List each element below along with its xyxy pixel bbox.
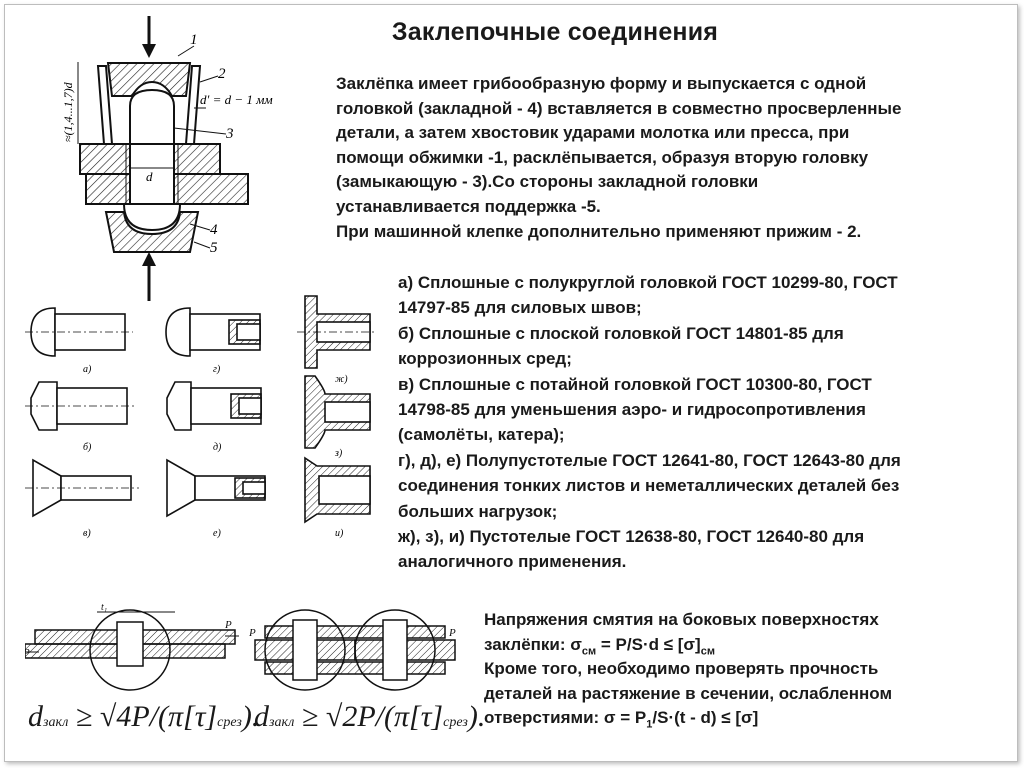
force-label: P <box>248 627 256 639</box>
formula-single-shear: dзакл ≥ √4P/(π[τ]срез). <box>28 700 260 733</box>
callout-1: 1 <box>190 32 198 48</box>
types-line: ж), з), и) Пустотелые ГОСТ 12638-80, ГОС… <box>398 527 865 547</box>
dim-hole-label: d′ = d − 1 мм <box>200 92 273 107</box>
callout-5: 5 <box>210 240 218 256</box>
intro-line: детали, а затем хвостовик ударами молотк… <box>336 123 850 143</box>
rivet-z <box>304 375 371 449</box>
rivet-g <box>165 307 261 357</box>
force-label: P <box>448 627 456 639</box>
rivet-label: з) <box>334 448 343 459</box>
rivet-label: в) <box>83 528 91 539</box>
types-line: в) Сплошные с потайной головкой ГОСТ 103… <box>398 374 872 394</box>
types-line: 14798-85 для уменьшения аэро- и гидросоп… <box>398 400 866 420</box>
rivet-label: а) <box>83 364 92 375</box>
rivet-label: ж) <box>335 374 348 385</box>
rivet-e <box>166 458 266 518</box>
intro-paragraph: Заклёпка имеет грибообразную форму и вып… <box>336 72 902 244</box>
stress-line: Кроме того, необходимо проверять прочнос… <box>484 659 879 679</box>
dim-d-label: d <box>146 169 153 184</box>
rivet-i <box>304 456 371 524</box>
types-line: аналогичного применения. <box>398 552 627 572</box>
intro-line: Заклёпка имеет грибообразную форму и вып… <box>336 74 867 93</box>
force-label: P <box>224 619 232 631</box>
rivet-v <box>25 458 139 518</box>
rivet-b <box>25 381 135 431</box>
rivet-label: д) <box>213 442 222 453</box>
types-line: (самолёты, катера); <box>398 425 565 445</box>
types-line: а) Сплошные с полукруглой головкой ГОСТ … <box>398 273 898 292</box>
stress-paragraph: Напряжения смятия на боковых поверхностя… <box>484 608 892 731</box>
force-label: P <box>25 647 30 659</box>
intro-line: помощи обжимки -1, расклёпывается, образ… <box>336 147 869 167</box>
intro-line: (замыкающую - 3).Со стороны закладной го… <box>336 172 759 192</box>
rivet-label: г) <box>213 364 221 375</box>
riveting-diagram: d ≈(1,4...1,7)d d′ = d − 1 мм 1 2 3 4 5 <box>61 16 273 301</box>
intro-line: устанавливается поддержка -5. <box>336 196 601 216</box>
stress-line: заклёпки: σсм = P/S·d ≤ [σ]см <box>484 634 715 657</box>
rivet-label: е) <box>213 528 221 539</box>
stress-line: деталей на растяжение в сечении, ослабле… <box>484 683 893 703</box>
callout-3: 3 <box>225 126 234 142</box>
callout-2: 2 <box>218 66 226 82</box>
slide-frame <box>4 4 1018 762</box>
joint-diagrams: t₁ P P P P <box>25 602 456 691</box>
butt-joint: P P <box>248 609 456 691</box>
callout-4: 4 <box>210 222 218 238</box>
types-line: соединения тонких листов и неметаллическ… <box>398 476 900 496</box>
lap-joint: t₁ P P <box>25 602 239 691</box>
types-line: 14797-85 для силовых швов; <box>398 298 642 318</box>
types-line: коррозионных сред; <box>398 349 572 369</box>
stress-line: отверстиями: σ = P1/S·(t - d) ≤ [σ] <box>484 708 759 731</box>
types-line: б) Сплошные с плоской головкой ГОСТ 1480… <box>398 323 844 343</box>
types-line: больших нагрузок; <box>398 501 558 521</box>
stress-line: Напряжения смятия на боковых поверхностя… <box>484 610 879 629</box>
rivet-types-list: а) Сплошные с полукруглой головкой ГОСТ … <box>398 270 901 575</box>
intro-line: При машинной клепке дополнительно примен… <box>336 221 862 241</box>
pitch-label: t₁ <box>101 602 107 613</box>
formula-double-shear: dзакл ≥ √2P/(π[τ]срез). <box>254 700 486 733</box>
rivet-label: и) <box>335 528 344 539</box>
intro-line: головкой (закладной - 4) вставляется в с… <box>336 98 902 118</box>
rivet-label: б) <box>83 442 92 453</box>
types-line: г), д), е) Полупустотелые ГОСТ 12641-80,… <box>398 450 901 470</box>
dim-height-label: ≈(1,4...1,7)d <box>61 81 75 142</box>
rivet-zh <box>297 295 377 369</box>
page-title: Заклепочные соединения <box>391 18 719 46</box>
rivet-d <box>166 381 262 431</box>
rivet-types-figure: а) г) ж) б) д) з) в) е) и) <box>25 295 377 539</box>
rivet-a <box>25 307 133 357</box>
